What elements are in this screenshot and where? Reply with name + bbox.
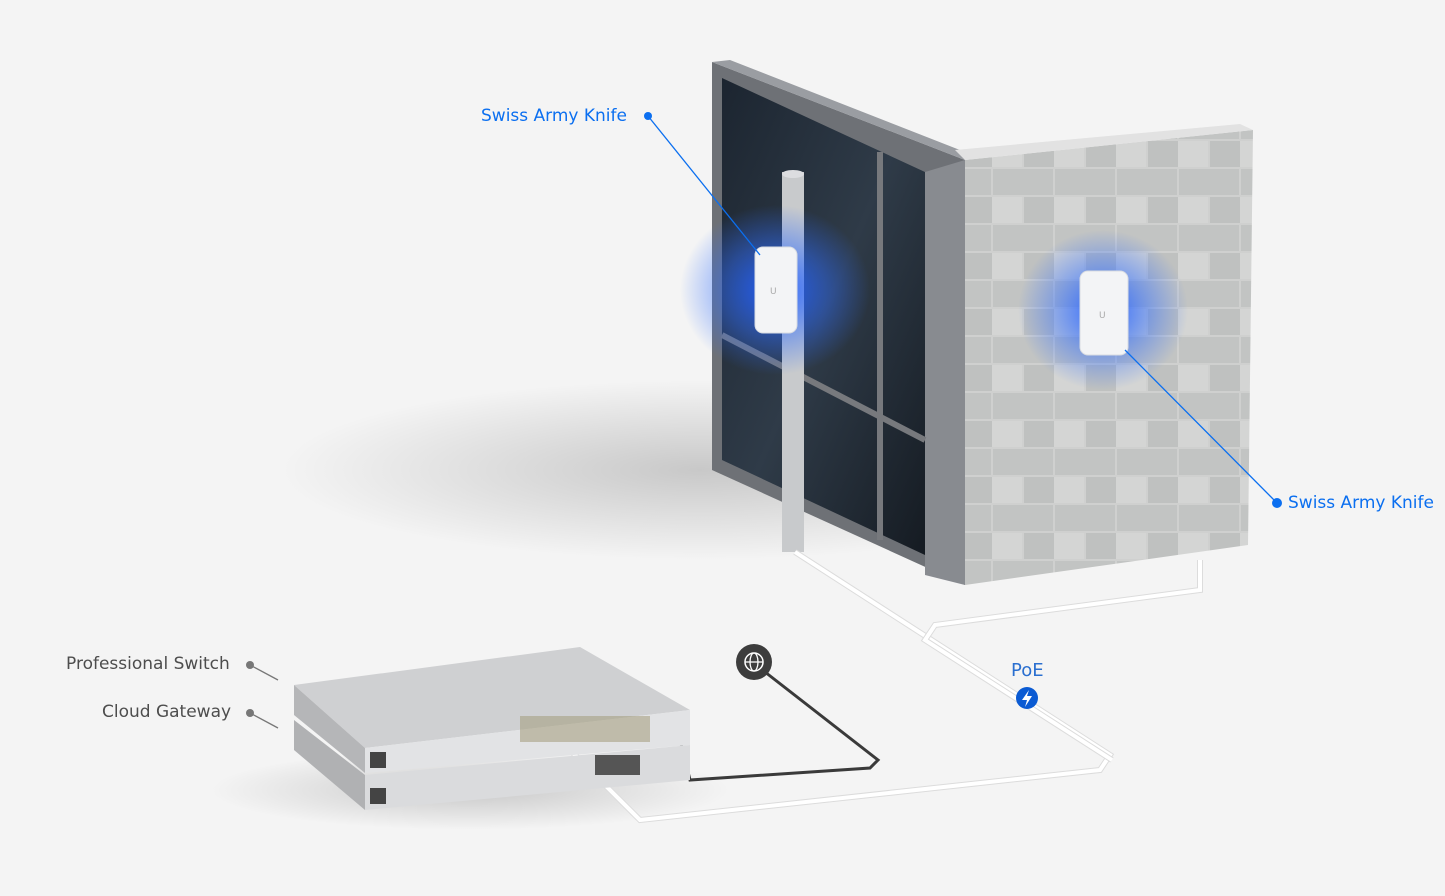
label-poe: PoE: [1011, 660, 1044, 681]
svg-text:U: U: [1099, 311, 1106, 321]
callout-line-ap-window: [647, 115, 761, 256]
globe-icon: [736, 644, 772, 680]
label-professional-switch: Professional Switch: [66, 654, 230, 674]
internet-cable: [678, 670, 881, 782]
label-cloud-gateway: Cloud Gateway: [102, 702, 232, 722]
access-point-window[interactable]: [754, 246, 798, 334]
poe-cables: [557, 549, 1203, 824]
label-swiss-army-knife-wall: Swiss Army Knife: [1288, 493, 1434, 513]
professional-switch[interactable]: [294, 647, 690, 773]
lightning-bolt-icon: [1016, 687, 1038, 709]
access-point-wall[interactable]: [1079, 270, 1129, 356]
label-swiss-army-knife-window: Swiss Army Knife: [481, 106, 627, 126]
callout-line-ap-wall: [1124, 349, 1278, 504]
svg-text:U: U: [770, 287, 777, 297]
cloud-gateway[interactable]: [294, 720, 690, 810]
